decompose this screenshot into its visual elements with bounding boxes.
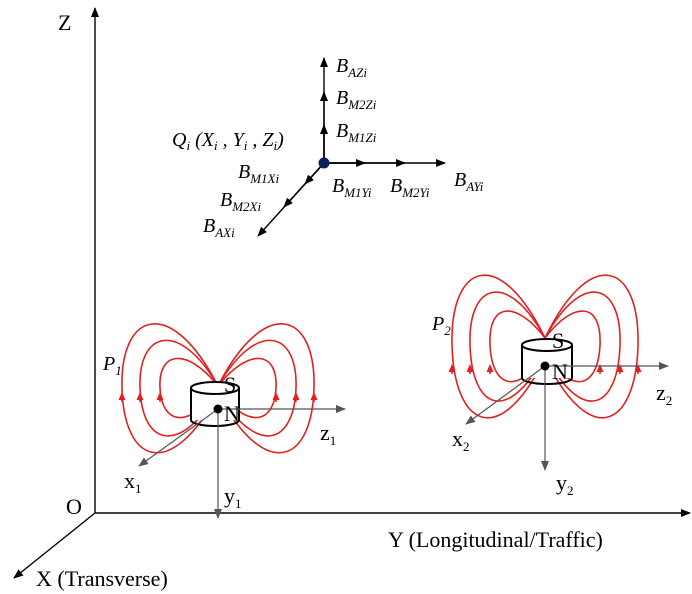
magnet-p2-z-label: z2 [656,380,672,408]
magnet-p2-body [521,338,573,385]
magnet-p2-field-lines [448,274,642,419]
magnet-p1-south: S [224,372,236,397]
magnet-p1-label: P1 [102,353,122,378]
point-label: Qi (Xi , Yi , Zi) [172,129,284,153]
magnet-p1: P1 S N z1 x1 y1 [102,323,346,519]
magnet-p2-label: P2 [431,313,451,338]
magnet-p1-x-axis [138,408,219,467]
magnet-p2-y-label: y2 [556,470,574,498]
magnet-p1-z-label: z1 [320,420,336,448]
label-b-axi: BAXi [203,215,235,240]
y-axis-label: Y (Longitudinal/Traffic) [388,527,603,552]
label-b-ayi: BAYi [454,169,484,194]
magnet-p1-center [213,404,223,414]
magnet-p2-south: S [552,328,564,353]
magnet-p1-x-label: x1 [124,468,142,496]
magnet-p1-body [190,381,240,427]
label-b-m1xi: BM1Xi [238,161,279,186]
x-axis [13,512,96,579]
magnet-p2: P2 S N z2 x2 y2 [431,274,672,498]
label-b-m2yi: BM2Yi [390,175,430,200]
observation-point [318,157,330,169]
magnet-p1-north: N [224,401,240,426]
label-b-m1yi: BM1Yi [332,175,372,200]
global-axes: Z O Y (Longitudinal/Traffic) X (Transver… [13,7,691,591]
z-axis-label: Z [58,10,71,35]
magnet-p2-north: N [552,359,568,384]
label-b-m2zi: BM2Zi [336,87,377,112]
magnet-p2-x-label: x2 [452,426,470,454]
magnet-p1-y-label: y1 [224,483,242,511]
observation-point-group: Qi (Xi , Yi , Zi) BAZi BM2Zi BM1Zi BM1Xi… [172,55,484,240]
label-b-m2xi: BM2Xi [220,189,261,214]
magnet-p2-center [540,361,550,371]
label-b-m1zi: BM1Zi [336,120,377,145]
x-axis-label: X (Transverse) [36,566,168,591]
magnet-p2-x-axis [465,365,546,425]
label-b-azi: BAZi [336,55,367,80]
origin-label: O [66,494,82,519]
